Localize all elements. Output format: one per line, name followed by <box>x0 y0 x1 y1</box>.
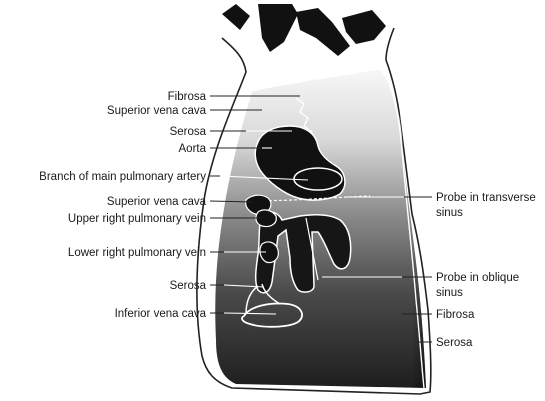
label-fibrosa-top: Fibrosa <box>168 91 207 103</box>
label-superior-vena-cava-mid: Superior vena cava <box>107 196 207 208</box>
label-aorta: Aorta <box>179 143 207 155</box>
inferior-vena-cava <box>241 302 303 328</box>
label-inferior-vena-cava: Inferior vena cava <box>115 308 207 320</box>
label-probe-oblique-line2: sinus <box>436 287 463 299</box>
labels-right: Probe in transverse sinus Probe in obliq… <box>436 192 536 349</box>
label-fibrosa-bottom: Fibrosa <box>436 309 475 321</box>
label-probe-transverse-line2: sinus <box>436 207 463 219</box>
oblique-probe <box>305 217 319 281</box>
vessel-left-stub <box>222 4 250 30</box>
vessel-branch <box>296 8 350 56</box>
vessel-aortic-arch <box>258 4 298 52</box>
serosa-reflection-lower <box>245 283 281 315</box>
pulmonary-artery-branch <box>293 167 343 191</box>
label-superior-vena-cava-top: Superior vena cava <box>107 105 207 117</box>
leader-lines-right <box>322 196 432 343</box>
leader-lines-left <box>209 95 309 315</box>
lower-right-pulmonary-vein <box>259 241 279 264</box>
serous-side-shadow <box>368 70 426 388</box>
great-vessels <box>222 4 386 56</box>
label-probe-oblique-line1: Probe in oblique <box>436 272 519 284</box>
label-serosa-top: Serosa <box>170 126 207 138</box>
oblique-sinus-region <box>254 211 352 294</box>
labels-left: Fibrosa Superior vena cava Serosa Aorta … <box>39 91 206 320</box>
fibrous-pericardium-outline <box>196 27 432 395</box>
label-serosa-bottom: Serosa <box>436 337 473 349</box>
upper-right-pulmonary-vein <box>255 209 277 228</box>
vessel-right <box>342 10 386 44</box>
label-pulmonary-branch: Branch of main pulmonary artery <box>39 171 206 183</box>
label-lower-right-pulmonary-vein: Lower right pulmonary vein <box>68 247 206 259</box>
label-upper-right-pulmonary-vein: Upper right pulmonary vein <box>68 213 206 225</box>
label-probe-transverse-line1: Probe in transverse <box>436 192 536 204</box>
serosa-right-line <box>383 71 425 389</box>
label-serosa-mid: Serosa <box>170 280 207 292</box>
